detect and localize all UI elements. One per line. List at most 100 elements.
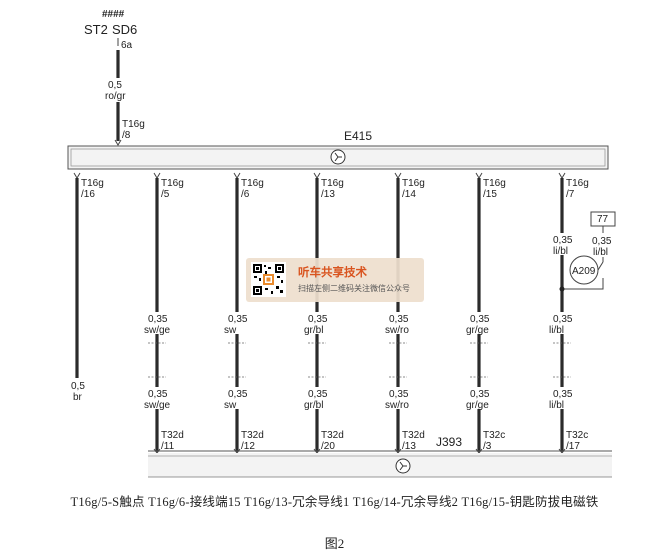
top-wire-size: 0,5: [108, 80, 122, 91]
branch-pin-2: /6: [241, 189, 250, 200]
branch-pin-1: /5: [161, 189, 170, 200]
branch-bpin-5: /3: [483, 441, 492, 452]
branch-pin-0: /16: [81, 189, 95, 200]
branch-label1-bg-4: [383, 312, 413, 334]
top-hash: ####: [102, 9, 125, 20]
branch-color1-6: li/bl: [549, 325, 564, 336]
top-wire-color: ro/gr: [105, 91, 126, 102]
branch-size2-3: 0,35: [308, 389, 328, 400]
branch-arrow-4: [394, 172, 402, 179]
branch-label1-bg-5: [464, 312, 494, 334]
top-conn: T16g: [122, 119, 145, 130]
j393-symbol: [395, 458, 411, 474]
a209-down: [562, 278, 604, 290]
branch-bpin-6: /17: [566, 441, 580, 452]
figure-number: 图2: [324, 536, 345, 551]
watermark-subtitle: 扫描左侧二维码关注微信公众号: [298, 284, 410, 293]
branch-arrow-6: [558, 172, 566, 179]
branch-bconn-1: T32d: [161, 430, 184, 441]
e415-inner: [70, 148, 606, 167]
branch-arrow-5: [475, 172, 483, 179]
branch-size2-2: 0,35: [228, 389, 248, 400]
branch-size2-1: 0,35: [148, 389, 168, 400]
watermark-title: 听车共享技术: [298, 265, 367, 279]
branch-size1-6: 0,35: [553, 314, 573, 325]
branch-conn-3: T16g: [321, 178, 344, 189]
branch-conn-6: T16g: [566, 178, 589, 189]
branch-label1-bg-3: [302, 312, 332, 334]
top-sd6: SD6: [112, 22, 137, 37]
e415-label: E415: [344, 129, 372, 143]
branch-color1-2: sw: [224, 325, 237, 336]
branch-label1-bg-1: [142, 312, 172, 334]
branch-size2-4: 0,35: [389, 389, 409, 400]
branch-label0-bg-6: [549, 233, 575, 255]
branch-label-bg-0: [66, 379, 88, 401]
branch-size2-5: 0,35: [470, 389, 490, 400]
branch-size1-5: 0,35: [470, 314, 490, 325]
branch-label1-bg-2: [222, 312, 252, 334]
branch-size1-4: 0,35: [389, 314, 409, 325]
branch-color1-3: gr/bl: [304, 325, 323, 336]
branch-conn-4: T16g: [402, 178, 425, 189]
branch-bpin-1: /11: [161, 441, 175, 452]
a209-link: [597, 261, 604, 271]
top-st2: ST2: [84, 22, 108, 37]
branch-pin-5: /15: [483, 189, 497, 200]
branch-bconn-6: T32c: [566, 430, 588, 441]
branch-color1-4: sw/ro: [385, 325, 409, 336]
branch-arrow-2: [233, 172, 241, 179]
a209-color: li/bl: [593, 247, 608, 258]
branch-color0-6: li/bl: [553, 246, 568, 257]
j393-label: J393: [436, 435, 462, 449]
branch-bpin-3: /20: [321, 441, 335, 452]
branch-label2-bg-4: [383, 387, 413, 409]
branch-size1-3: 0,35: [308, 314, 328, 325]
branch-label2-bg-1: [142, 387, 172, 409]
branches: T16g/160,5brT16g/50,35sw/ge0,35sw/geT32d…: [66, 172, 589, 454]
branch-bconn-5: T32c: [483, 430, 505, 441]
branch-size0-6: 0,35: [553, 235, 573, 246]
branch-color2-5: gr/ge: [466, 400, 489, 411]
top-conn-pin: /8: [122, 130, 131, 141]
e415-symbol: [330, 149, 346, 165]
branch-size1-1: 0,35: [148, 314, 168, 325]
branch-bconn-2: T32d: [241, 430, 264, 441]
branch-arrow-1: [153, 172, 161, 179]
branch-size-0: 0,5: [71, 381, 85, 392]
branch-label2-bg-2: [222, 387, 252, 409]
branch-arrow-0: [73, 172, 81, 179]
qr-code-icon: [251, 262, 286, 297]
branch-conn-0: T16g: [81, 178, 104, 189]
a209-ref: 77: [597, 214, 609, 225]
branch-arrow-3: [313, 172, 321, 179]
a209-label: A209: [572, 266, 596, 277]
branch-bpin-2: /12: [241, 441, 255, 452]
top-pin: 6a: [121, 40, 133, 51]
branch-label2-bg-6: [547, 387, 577, 409]
branch-color2-4: sw/ro: [385, 400, 409, 411]
branch-label2-bg-5: [464, 387, 494, 409]
branch-conn-2: T16g: [241, 178, 264, 189]
j393-box: [148, 453, 612, 477]
figure-caption: T16g/5-S触点 T16g/6-接线端15 T16g/13-冗余导线1 T1…: [70, 495, 599, 509]
branch-color2-1: sw/ge: [144, 400, 171, 411]
branch-color2-6: li/bl: [549, 400, 564, 411]
branch-size1-2: 0,35: [228, 314, 248, 325]
watermark: 听车共享技术 扫描左侧二维码关注微信公众号: [246, 258, 424, 302]
branch-color2-3: gr/bl: [304, 400, 323, 411]
branch-bpin-4: /13: [402, 441, 416, 452]
branch-size2-6: 0,35: [553, 389, 573, 400]
branch-label1-bg-6: [547, 312, 577, 334]
branch-color-0: br: [73, 392, 83, 403]
branch-label2-bg-3: [302, 387, 332, 409]
branch-bconn-3: T32d: [321, 430, 344, 441]
branch-bconn-4: T32d: [402, 430, 425, 441]
top-wire-label-bg: [103, 78, 135, 102]
branch-conn-5: T16g: [483, 178, 506, 189]
branch-color1-5: gr/ge: [466, 325, 489, 336]
branch-pin-3: /13: [321, 189, 335, 200]
branch-pin-6: /7: [566, 189, 575, 200]
branch-conn-1: T16g: [161, 178, 184, 189]
